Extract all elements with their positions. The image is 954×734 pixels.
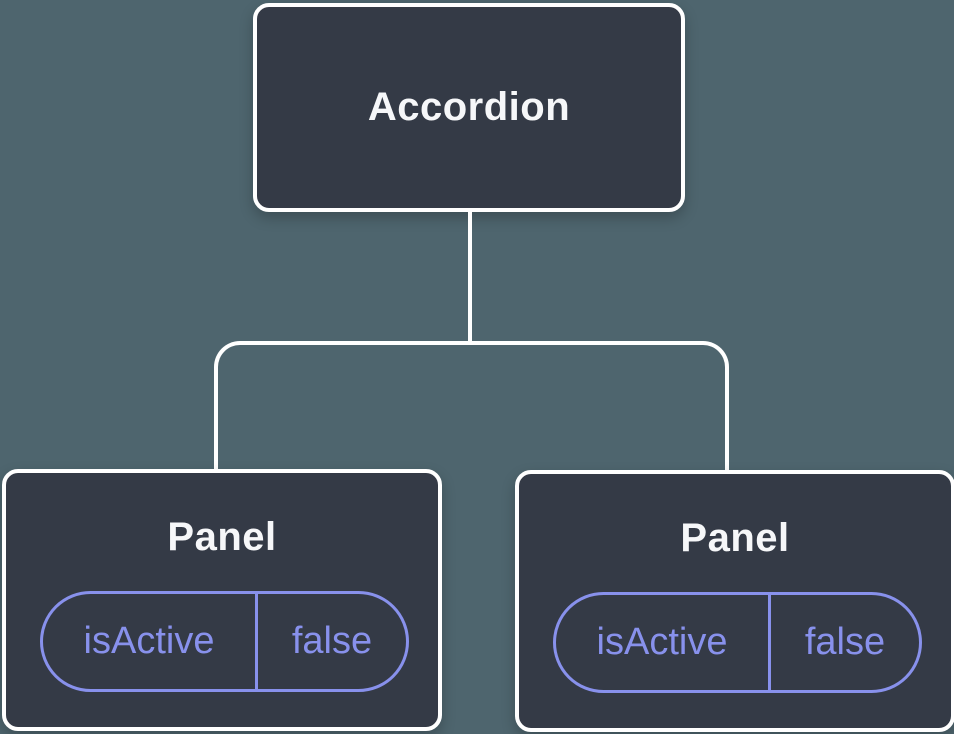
node-panel-second: Panel isActive false xyxy=(515,470,954,732)
state-value: false xyxy=(291,620,373,662)
state-pill: isActive false xyxy=(40,591,409,692)
state-key: isActive xyxy=(43,594,258,689)
state-pill: isActive false xyxy=(553,592,922,693)
panel-node-label: Panel xyxy=(680,516,790,560)
connector-bracket xyxy=(214,341,729,470)
panel-node-label: Panel xyxy=(167,515,277,559)
accordion-node-label: Accordion xyxy=(367,85,571,129)
connector-stem xyxy=(468,212,472,345)
state-key: isActive xyxy=(556,595,771,690)
node-accordion: Accordion xyxy=(253,3,685,212)
state-value: false xyxy=(804,621,886,663)
node-panel-first: Panel isActive false xyxy=(2,469,442,731)
